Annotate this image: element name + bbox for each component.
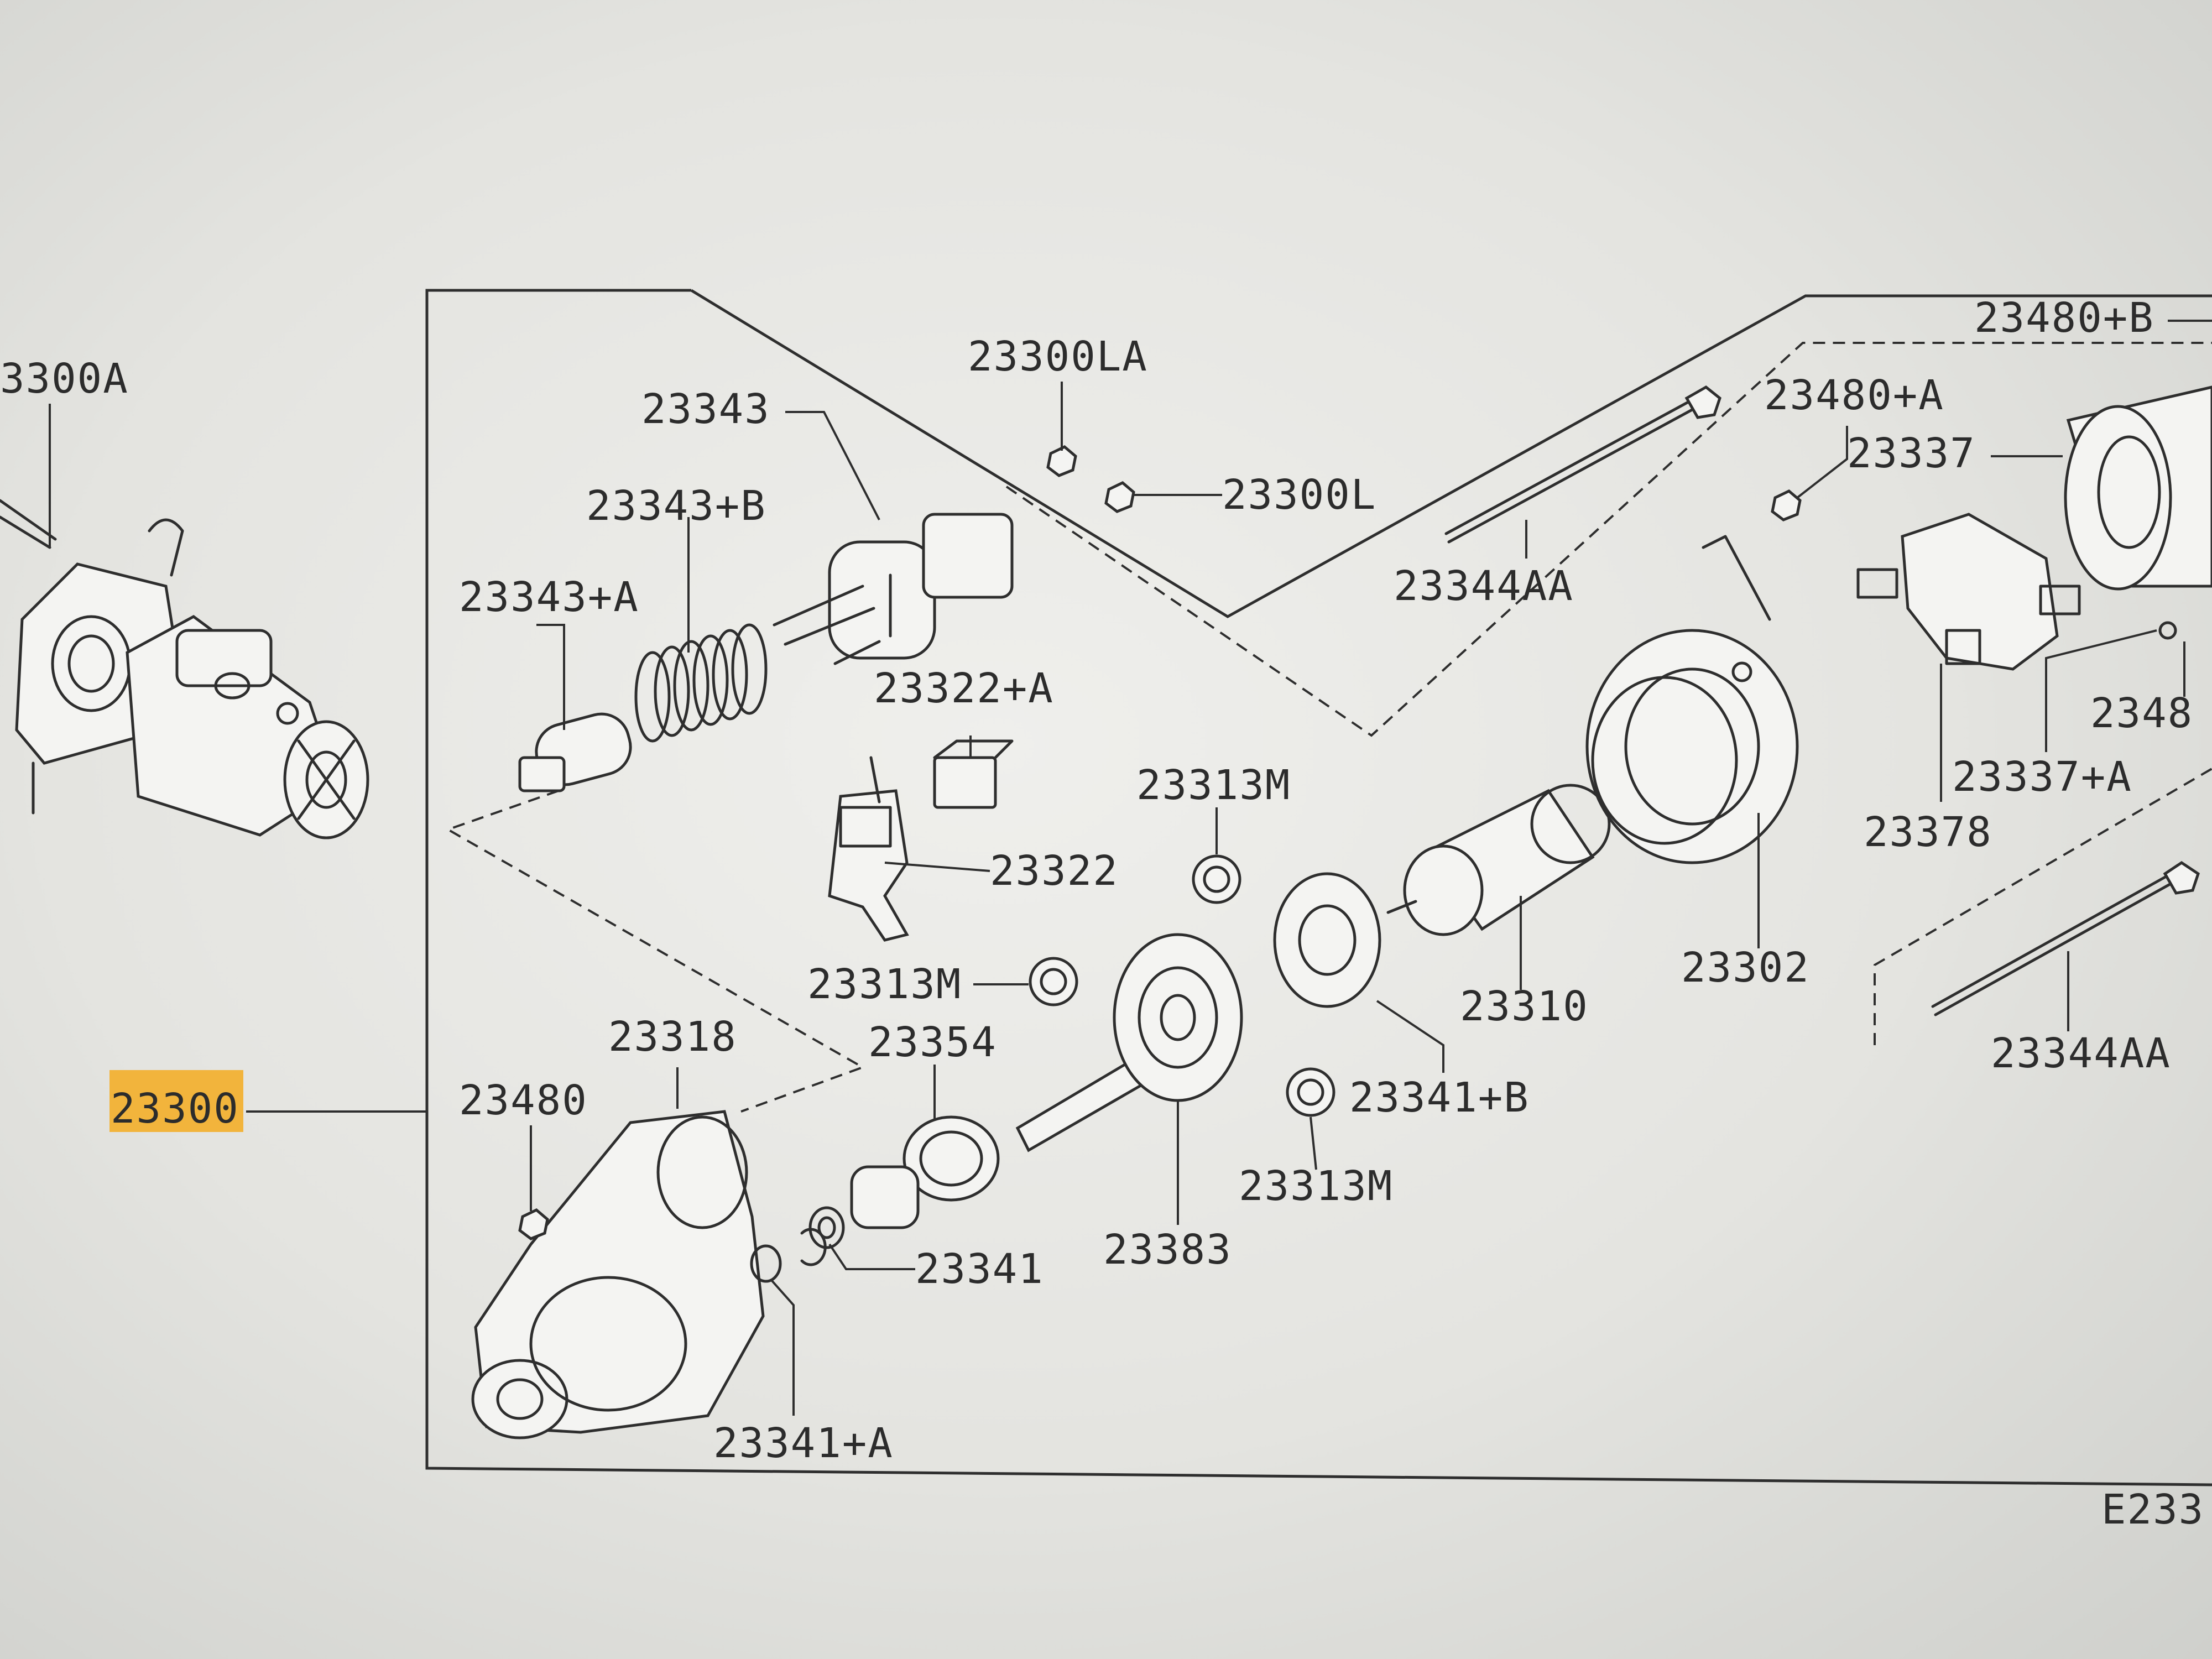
label-23480: 23480 bbox=[459, 1077, 588, 1124]
solenoid-switch-23343 bbox=[773, 513, 1014, 665]
pinion-23354 bbox=[850, 1115, 1000, 1229]
label-23341b: 23341+B bbox=[1349, 1074, 1530, 1121]
brush-group-dashed bbox=[1005, 342, 2212, 737]
label-23313m-2: 23313M bbox=[807, 961, 962, 1008]
lever-holder-23322a bbox=[933, 739, 1014, 809]
label-23378: 23378 bbox=[1864, 808, 1992, 856]
leader-lines bbox=[49, 320, 2212, 1416]
label-23300: 23300 bbox=[111, 1085, 239, 1133]
through-bolt-lower bbox=[1931, 860, 2200, 1016]
label-23300la: 23300LA bbox=[968, 333, 1148, 380]
drive-housing-23318 bbox=[471, 1110, 765, 1439]
label-23341a: 23341+A bbox=[713, 1420, 894, 1467]
label-23354: 23354 bbox=[868, 1019, 997, 1066]
planet-gear-2 bbox=[1029, 957, 1078, 1006]
label-23322a: 23322+A bbox=[874, 665, 1054, 712]
label-23313m-1: 23313M bbox=[1136, 761, 1291, 809]
internal-gear-23341b bbox=[1273, 872, 1381, 1008]
nut-23300l bbox=[1104, 481, 1135, 513]
figure-code: E233 bbox=[2101, 1486, 2204, 1533]
bolt-group-dashed bbox=[1874, 768, 2212, 1045]
nut-23300la bbox=[1046, 445, 1077, 477]
screw-23337a bbox=[2158, 621, 2177, 640]
label-23341: 23341 bbox=[915, 1245, 1044, 1293]
armature-23310 bbox=[1386, 784, 1611, 936]
label-23300l: 23300L bbox=[1222, 471, 1376, 519]
shaft-assembly-23383 bbox=[1015, 933, 1243, 1152]
label-23383: 23383 bbox=[1103, 1226, 1232, 1274]
assembled-starter-drawing bbox=[0, 499, 369, 839]
label-23300a: 3300A bbox=[0, 355, 129, 403]
label-23480a: 23480+A bbox=[1764, 372, 1944, 419]
washer-23341a bbox=[750, 1244, 782, 1283]
label-23322: 23322 bbox=[990, 847, 1119, 895]
solenoid-group-frame bbox=[690, 289, 2212, 618]
snap-ring bbox=[800, 1228, 827, 1266]
assembly-frame bbox=[425, 289, 2212, 1486]
stop-ring-23341 bbox=[808, 1206, 845, 1249]
label-23344aa-upper: 23344AA bbox=[1394, 562, 1574, 610]
label-2348-truncated: 2348 bbox=[2090, 690, 2193, 737]
through-bolt-upper bbox=[1444, 385, 1721, 544]
brush-holder-23378 bbox=[1856, 513, 2081, 671]
planet-gear-3 bbox=[1286, 1067, 1335, 1117]
shift-lever-23322 bbox=[828, 756, 909, 942]
highlight-23300 bbox=[109, 1070, 243, 1132]
label-23344aa-lower: 23344AA bbox=[1991, 1030, 2171, 1077]
rear-cover-23337 bbox=[2064, 385, 2212, 591]
label-23343b: 23343+B bbox=[586, 482, 766, 530]
yoke-23302 bbox=[1585, 535, 1799, 864]
label-23310: 23310 bbox=[1460, 983, 1589, 1030]
label-23313m-3: 23313M bbox=[1239, 1162, 1393, 1210]
label-23343: 23343 bbox=[641, 385, 770, 433]
label-23302: 23302 bbox=[1681, 944, 1810, 992]
plunger-23343a bbox=[518, 712, 632, 792]
return-spring-23343b bbox=[634, 623, 768, 743]
label-23337a: 23337+A bbox=[1952, 753, 2132, 801]
label-23343a: 23343+A bbox=[459, 573, 639, 621]
label-23337: 23337 bbox=[1847, 430, 1976, 477]
drive-group-dashed bbox=[445, 790, 865, 1113]
nut-23480a bbox=[1771, 489, 1802, 521]
label-23318: 23318 bbox=[608, 1013, 737, 1061]
nut-23480 bbox=[518, 1208, 549, 1240]
label-23480b: 23480+B bbox=[1974, 294, 2154, 342]
planet-gear-1 bbox=[1192, 854, 1241, 904]
